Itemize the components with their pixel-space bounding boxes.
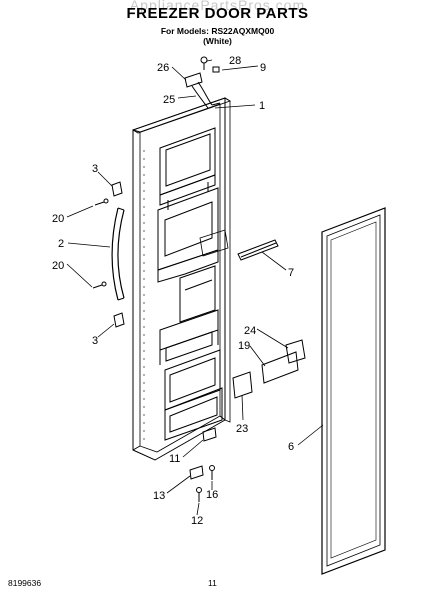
bin-retainer-19 [261, 351, 299, 384]
lower-door-bin [164, 349, 221, 411]
callout-25: 25 [163, 94, 175, 106]
callout-23: 23 [236, 423, 248, 435]
door-handle [111, 207, 125, 301]
callout-7: 7 [288, 267, 294, 279]
bottom-bracket-13 [189, 465, 204, 480]
callout-20-lower: 20 [52, 260, 64, 272]
bin-end-cap-23 [232, 371, 253, 399]
callout-28: 28 [229, 55, 241, 67]
watermark: AppliancePartsPros.com [129, 0, 306, 13]
door-gasket [321, 207, 386, 575]
hinge-pin-16 [209, 465, 215, 480]
page-number: 11 [208, 578, 217, 588]
upper-door-bin [159, 127, 216, 210]
dispenser-trim-strip [237, 239, 279, 261]
handle-screw-upper [94, 198, 109, 206]
callout-20-upper: 20 [52, 213, 64, 225]
callout-3-lower: 3 [92, 335, 98, 347]
color-line: (White) [203, 36, 232, 46]
leader-lines [66, 59, 324, 516]
document-number: 8199636 [8, 578, 42, 588]
door-outer-liner [132, 97, 226, 461]
hinge-bushing-9 [212, 66, 220, 73]
bottom-hinge-11 [202, 427, 217, 442]
callout-2: 2 [58, 238, 64, 250]
door-assembly [132, 97, 231, 461]
callout-13: 13 [153, 490, 165, 502]
hinge-screw-28 [200, 56, 208, 70]
callout-24: 24 [244, 325, 256, 337]
models-line: For Models: RS22AQXMQ00 [160, 26, 275, 36]
callout-16: 16 [206, 489, 218, 501]
callout-9: 9 [260, 62, 266, 74]
page-title: FREEZER DOOR PARTS [126, 5, 309, 22]
callout-11: 11 [169, 453, 180, 465]
callout-26: 26 [157, 62, 169, 74]
bin-end-cap-24 [285, 339, 306, 364]
middle-door-bin [159, 309, 219, 365]
dispenser-housing [157, 187, 229, 323]
handle-end-cap-upper [111, 181, 123, 197]
callout-labels: 1 2 3 3 6 7 9 11 12 13 16 19 20 20 23 24… [52, 55, 294, 527]
model-subtitle: For Models: RS22AQXMQ00 (White) [0, 26, 435, 46]
handle-end-cap-lower [113, 312, 125, 328]
screw-12 [196, 487, 202, 502]
top-wire-harness [184, 72, 221, 109]
callout-3-upper: 3 [92, 163, 98, 175]
callout-12: 12 [191, 515, 203, 527]
callout-1: 1 [259, 100, 265, 112]
callout-19: 19 [238, 340, 250, 352]
handle-screw-lower [92, 281, 107, 289]
door-gasket-inner [139, 103, 221, 453]
bottom-door-bin [164, 387, 223, 441]
callout-6: 6 [288, 441, 294, 453]
